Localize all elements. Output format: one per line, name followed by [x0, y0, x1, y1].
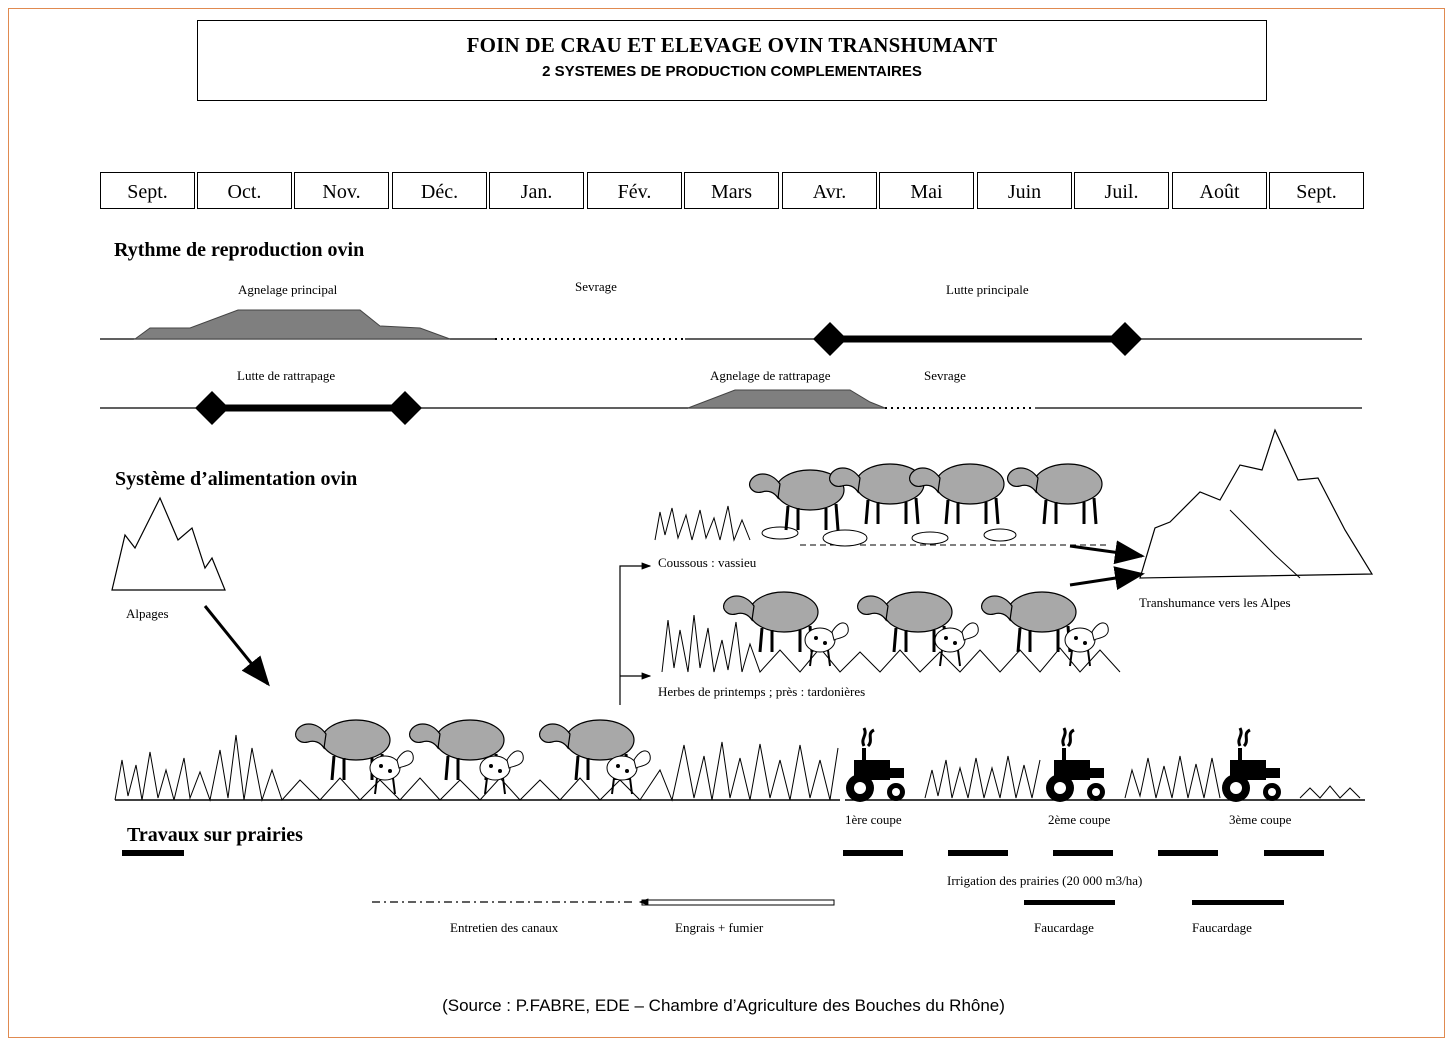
faucardage-label-1: Faucardage	[1034, 920, 1094, 935]
sevrage-label-2: Sevrage	[924, 368, 966, 383]
bracket-to-coussous	[619, 562, 652, 705]
faucardage-bar	[1024, 900, 1115, 905]
reproduction-line-2	[100, 389, 1362, 425]
tractor-icon	[1044, 726, 1107, 804]
arrow-alpages-to-prairies	[203, 605, 270, 687]
entretien-label: Entretien des canaux	[450, 920, 559, 935]
herbes-label: Herbes de printemps ; près : tardonières	[658, 684, 866, 699]
irrigation-label: Irrigation des prairies (20 000 m3/ha)	[947, 873, 1143, 888]
irrigation-bar	[948, 850, 1008, 856]
transhumance-label: Transhumance vers les Alpes	[1139, 595, 1291, 610]
arrow-coussous-to-alps	[1069, 540, 1145, 565]
month-cell: Sept.	[100, 172, 195, 209]
faucardage-label-2: Faucardage	[1192, 920, 1252, 935]
faucardage-bar	[1192, 900, 1284, 905]
month-cell: Juil.	[1074, 172, 1169, 209]
reproduction-heading: Rythme de reproduction ovin	[114, 239, 365, 261]
month-cell: Mars	[684, 172, 779, 209]
month-cell: Juin	[977, 172, 1072, 209]
month-cell: Oct.	[197, 172, 292, 209]
month-cell: Mai	[879, 172, 974, 209]
irrigation-bar	[843, 850, 903, 856]
tractor-icon	[844, 726, 907, 804]
irrigation-bar	[1264, 850, 1324, 856]
coussous-label: Coussous : vassieu	[658, 555, 757, 570]
tractor-icon	[1220, 726, 1283, 804]
lutte-rattrapage-label: Lutte de rattrapage	[237, 368, 336, 383]
alimentation-heading: Système d’alimentation ovin	[115, 468, 358, 490]
prairie-illustration	[114, 718, 840, 802]
alpages-label: Alpages	[126, 606, 169, 621]
herbes-illustration	[661, 590, 1121, 673]
source-caption: (Source : P.FABRE, EDE – Chambre d’Agric…	[442, 996, 1005, 1015]
reproduction-line-1	[100, 309, 1362, 356]
coupe-2-label: 2ème coupe	[1048, 812, 1111, 827]
title-box: FOIN DE CRAU ET ELEVAGE OVIN TRANSHUMANT…	[197, 20, 1267, 101]
diagram-title: FOIN DE CRAU ET ELEVAGE OVIN TRANSHUMANT	[466, 33, 998, 57]
irrigation-bar	[1158, 850, 1218, 856]
month-cell: Avr.	[782, 172, 877, 209]
sevrage-label-1: Sevrage	[575, 279, 617, 294]
travaux-heading: Travaux sur prairies	[127, 824, 303, 846]
irrigation-bar	[1053, 850, 1113, 856]
month-cell: Déc.	[392, 172, 487, 209]
month-cell: Nov.	[294, 172, 389, 209]
travaux-legend-bar	[122, 850, 184, 856]
arrow-herbes-to-alps	[1069, 566, 1145, 590]
agnelage-principal-label: Agnelage principal	[238, 282, 338, 297]
agnelage-rattrapage-label: Agnelage de rattrapage	[710, 368, 831, 383]
coupe-3-label: 3ème coupe	[1229, 812, 1292, 827]
engrais-bar	[641, 899, 835, 906]
month-cell: Août	[1172, 172, 1267, 209]
coupe-1-label: 1ère coupe	[845, 812, 902, 827]
month-cell: Sept.	[1269, 172, 1364, 209]
month-cell: Jan.	[489, 172, 584, 209]
engrais-label: Engrais + fumier	[675, 920, 764, 935]
hay-cut-illustration	[844, 726, 1365, 804]
coussous-illustration	[654, 462, 1110, 547]
alpages-mountain-icon	[111, 496, 226, 591]
lutte-principale-label: Lutte principale	[946, 282, 1029, 297]
alps-mountain-icon	[1139, 428, 1374, 579]
month-cell: Fév.	[587, 172, 682, 209]
diagram-subtitle: 2 SYSTEMES DE PRODUCTION COMPLEMENTAIRES	[542, 63, 922, 80]
